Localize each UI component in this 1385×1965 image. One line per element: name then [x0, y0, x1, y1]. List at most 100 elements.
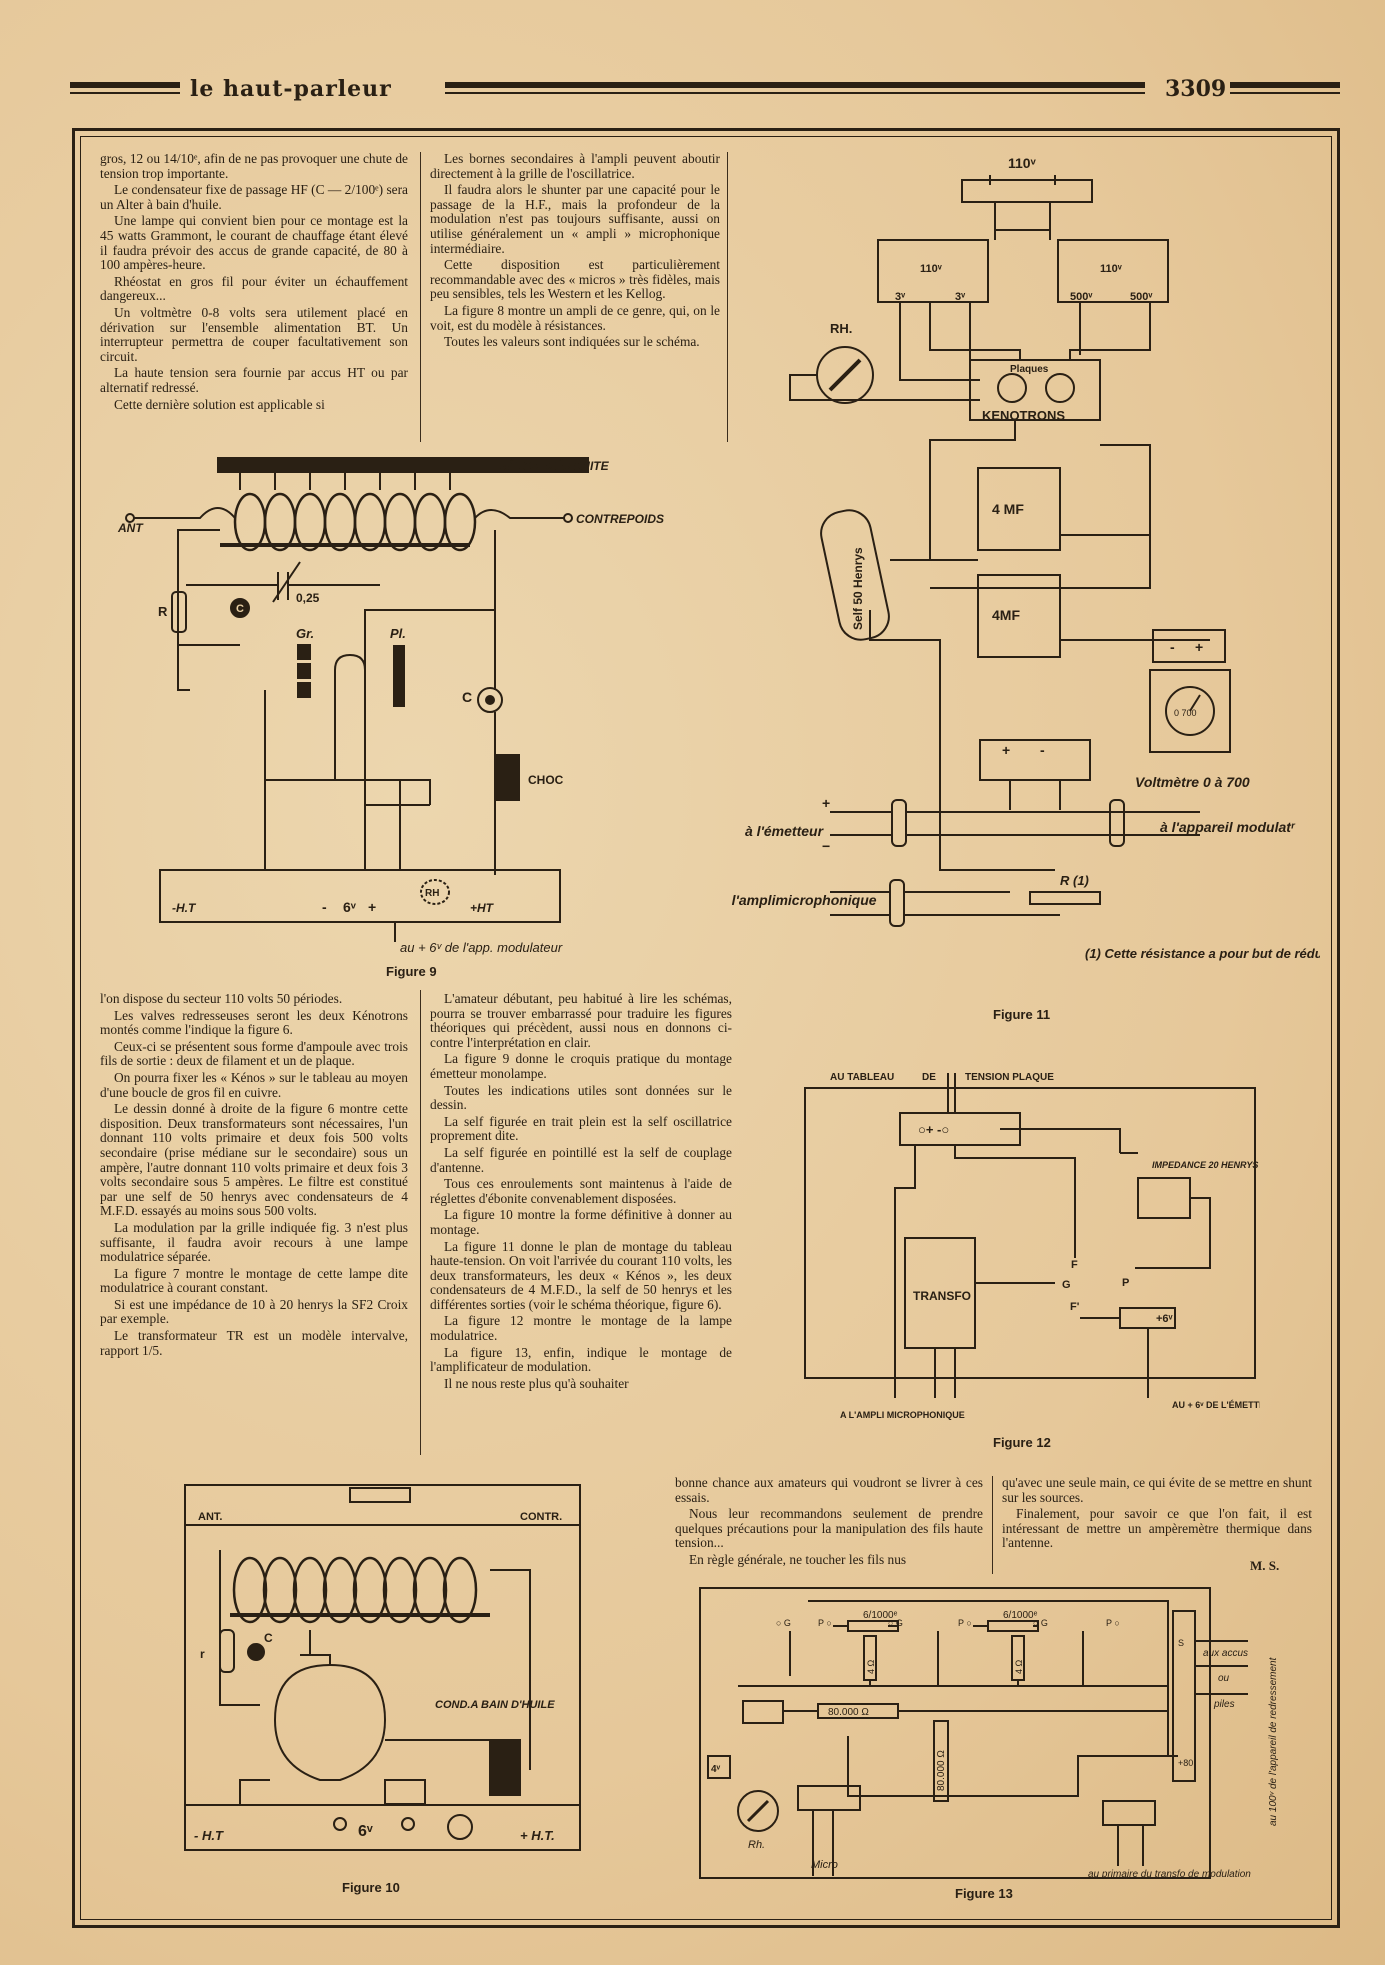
fig11-t1-3b-label: 3ᵛ	[955, 291, 966, 303]
fig10-ant-label: ANT.	[198, 1511, 222, 1523]
article-column-2-mid: L'amateur débutant, peu habitué à lire l…	[430, 991, 732, 1393]
fig11-mf2-label: 4MF	[992, 607, 1020, 623]
svg-text:○ G: ○ G	[1033, 1618, 1048, 1628]
paragraph: On pourra fixer les « Kénos » sur le tab…	[100, 1069, 408, 1100]
paragraph: La figure 8 montre un ampli de ce genre,…	[430, 302, 720, 333]
paragraph: Toutes les indications utiles sont donné…	[430, 1082, 732, 1113]
fig11-t1-3a-label: 3ᵛ	[895, 291, 906, 303]
fig13-m2: 4 Ω	[1014, 1659, 1024, 1674]
column-divider	[420, 990, 421, 1455]
fig13-hv: au 100ᵛ de l'appareil de redressement	[1268, 1656, 1279, 1826]
paragraph: La figure 11 donne le plan de montage du…	[430, 1238, 732, 1312]
fig13-micro: Micro	[811, 1859, 838, 1871]
fig12-top-a: AU TABLEAU	[830, 1072, 894, 1083]
svg-text:○ G: ○ G	[776, 1618, 791, 1628]
header-rule-right-thin	[1230, 92, 1340, 94]
fig12-top-c: TENSION PLAQUE	[965, 1072, 1054, 1083]
fig11-hv-plus: +	[1002, 742, 1010, 758]
fig11-volt-minus: -	[1170, 639, 1175, 655]
fig11-rh-label: RH.	[830, 321, 852, 336]
paragraph: La figure 10 montre la forme définitive …	[430, 1207, 732, 1237]
fig11-t2-500a-label: 500ᵛ	[1070, 291, 1093, 303]
paragraph: Rhéostat en gros fil pour éviter un écha…	[100, 273, 408, 304]
svg-text:P ○: P ○	[1106, 1618, 1120, 1628]
paragraph: l'on dispose du secteur 110 volts 50 pér…	[100, 991, 343, 1006]
fig10-plus-ht: + H.T.	[520, 1828, 555, 1843]
paragraph: Tous ces enroulements sont maintenus à l…	[430, 1176, 732, 1206]
fig12-p: P	[1122, 1277, 1129, 1289]
svg-text:−: −	[822, 838, 830, 854]
header-rule-left	[70, 82, 180, 88]
fig9-choc-label: CHOC	[528, 773, 564, 787]
magazine-title: le haut-parleur	[190, 76, 392, 102]
paragraph: Ceux-ci se présentent sous forme d'ampou…	[100, 1038, 408, 1069]
figure-11-diagram: 110ᵛ 110ᵛ 3ᵛ 3ᵛ 110ᵛ 500ᵛ 500ᵛ RH. Plaqu…	[730, 150, 1320, 1000]
header-rule-left-thin	[70, 92, 180, 94]
fig11-volt-plus: +	[1195, 639, 1203, 655]
paragraph: La figure 9 donne le croquis pratique du…	[430, 1051, 732, 1081]
paragraph: La figure 7 montre le montage de cette l…	[100, 1265, 408, 1296]
fig12-transfo: TRANSFO	[913, 1289, 971, 1303]
fig9-gr-label: Gr.	[296, 626, 314, 641]
figure-11-caption: Figure 11	[993, 1007, 1051, 1022]
fig13-m1: 4 Ω	[866, 1659, 876, 1674]
paragraph: Finalement, pour savoir ce que l'on fait…	[1002, 1506, 1312, 1551]
fig9-minus-label: -	[322, 899, 327, 915]
column-divider	[727, 152, 728, 442]
fig12-impedance: IMPEDANCE 20 HENRYS	[1152, 1160, 1258, 1170]
fig12-f2: F'	[1070, 1301, 1080, 1313]
paragraph: La self figurée en trait plein est la se…	[430, 1113, 732, 1144]
fig13-ou: ou	[1218, 1673, 1230, 1684]
article-column-2-top: Les bornes secondaires à l'ampli peuvent…	[430, 151, 720, 352]
paragraph: Nous leur recommandons seulement de pren…	[675, 1506, 983, 1551]
fig9-plus-ht-label: +HT	[470, 901, 495, 915]
paragraph: Les valves redresseuses seront les deux …	[100, 1007, 408, 1038]
header-rule-mid-thin	[445, 92, 1145, 94]
fig13-piles: piles	[1213, 1699, 1235, 1710]
paragraph: Une lampe qui convient bien pour ce mont…	[100, 213, 408, 273]
fig12-f1: F	[1071, 1259, 1078, 1271]
header-rule-right	[1230, 82, 1340, 88]
svg-text:+: +	[822, 795, 830, 811]
fig13-accus: aux accus	[1203, 1648, 1248, 1659]
paragraph: La figure 12 montre le montage de la lam…	[430, 1313, 732, 1344]
fig9-minus-ht-label: -H.T	[172, 901, 197, 915]
article-column-4-bottom: qu'avec une seule main, ce qui évite de …	[1002, 1475, 1312, 1553]
paragraph: Le dessin donné à droite de la figure 6 …	[100, 1101, 408, 1219]
fig11-r1-label: R (1)	[1060, 873, 1089, 888]
fig12-g: G	[1062, 1279, 1071, 1291]
fig11-voltmeter-label: Voltmètre 0 à 700	[1135, 774, 1250, 790]
fig9-r-label: R	[158, 604, 168, 619]
svg-text:P ○: P ○	[818, 1618, 832, 1628]
paragraph: Le condensateur fixe de passage HF (C — …	[100, 182, 408, 212]
fig11-t2-500b-label: 500ᵛ	[1130, 291, 1153, 303]
fig11-self-label: Self 50 Henrys	[851, 547, 865, 630]
fig10-minus-ht: - H.T	[194, 1828, 224, 1843]
fig13-k2: 80.000 Ω	[936, 1750, 947, 1791]
fig11-modulat-label: à l'appareil modulatʳ	[1160, 819, 1296, 835]
paragraph: Il faudra alors le shunter par une capac…	[430, 182, 720, 256]
fig11-t2-110-label: 110ᵛ	[1100, 263, 1123, 275]
fig9-contrepoids-label: CONTREPOIDS	[576, 512, 664, 526]
figure-10-caption: Figure 10	[342, 1880, 400, 1895]
figure-12-caption: Figure 12	[993, 1435, 1051, 1450]
fig9-rh-label: RH	[425, 888, 439, 899]
paragraph: La modulation par la grille indiquée fig…	[100, 1219, 408, 1265]
fig11-hv-minus: -	[1040, 742, 1045, 758]
fig11-voltmeter-scale: 0 700	[1174, 708, 1197, 718]
fig9-pl-label: Pl.	[390, 626, 406, 641]
fig9-c1-label: C	[236, 603, 244, 615]
figure-9-caption: Figure 9	[386, 964, 437, 979]
fig9-plus-label: +	[368, 899, 376, 915]
page-number: 3309	[1165, 76, 1227, 102]
fig10-6v: 6ᵛ	[358, 1823, 373, 1840]
page-frame	[72, 128, 1340, 1928]
figure-13-caption: Figure 13	[955, 1886, 1013, 1901]
fig13-bottom: au primaire du transfo de modulation	[1088, 1869, 1251, 1880]
column-divider	[992, 1476, 993, 1574]
paragraph: gros, 12 ou 14/10ᵉ, afin de ne pas provo…	[100, 151, 408, 181]
article-column-3-bottom: bonne chance aux amateurs qui voudront s…	[675, 1475, 983, 1570]
figure-9-diagram: BÂTON D'ÉBONITE ANT CONTREPOIDS R C 0,25…	[100, 450, 700, 960]
fig11-emetteur-label: à l'émetteur	[745, 823, 825, 839]
fig10-r-label: r	[200, 1647, 205, 1661]
